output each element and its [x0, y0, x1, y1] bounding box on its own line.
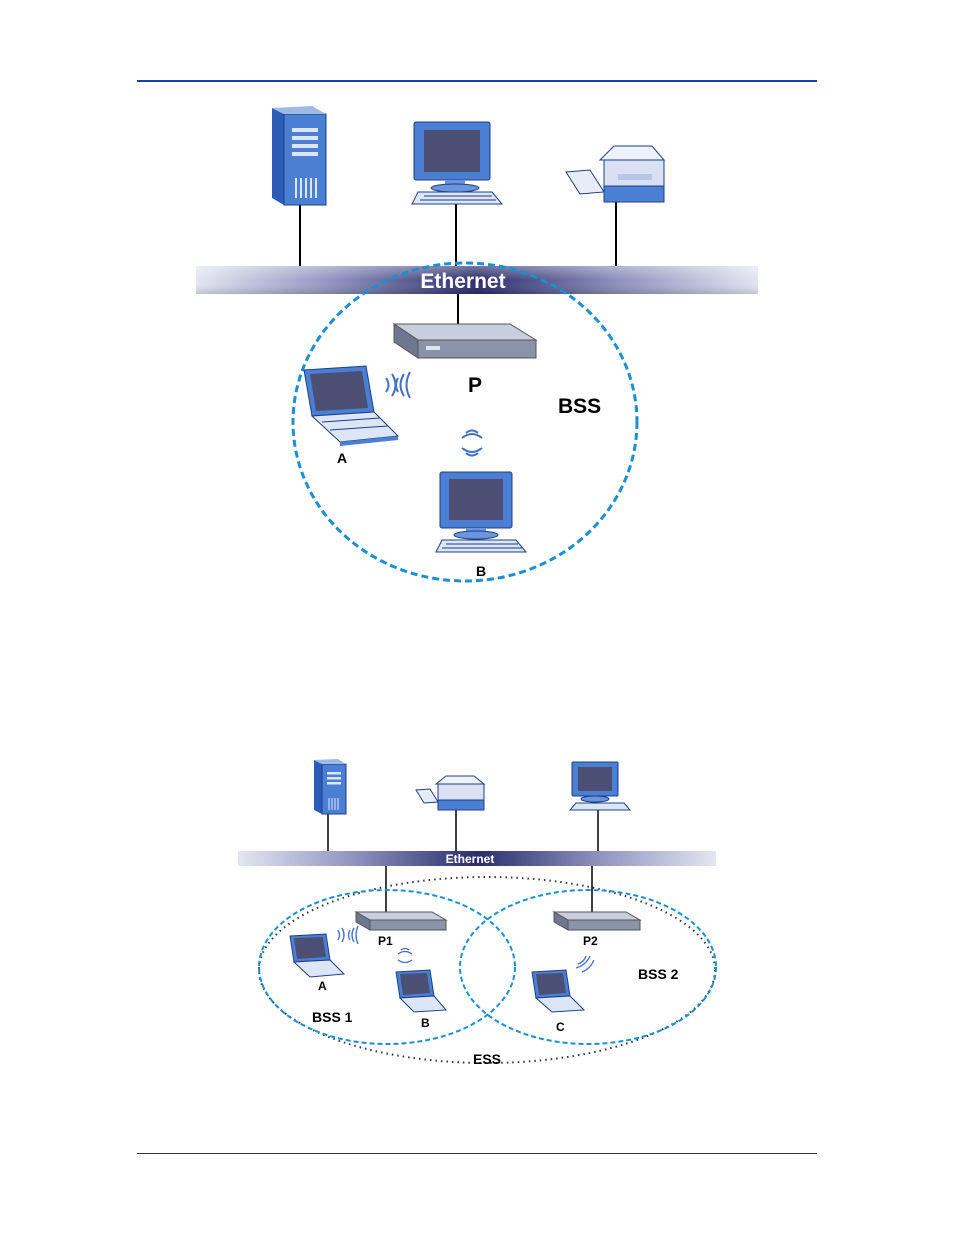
ethernet-label: Ethernet [446, 852, 495, 866]
laptop-a-icon [304, 366, 398, 446]
laptop-b-icon [396, 970, 446, 1012]
station-a-label: A [337, 450, 347, 466]
wireless-signal-icon [386, 372, 410, 398]
station-b-icon [436, 472, 526, 552]
wireless-signal-icon [576, 956, 594, 972]
printer-icon [416, 776, 484, 810]
access-point-icon [394, 324, 536, 358]
workstation-icon [570, 762, 630, 810]
footer-rule [137, 1153, 817, 1154]
laptop-a-icon [290, 934, 344, 977]
station-c-label: C [556, 1020, 565, 1034]
bss-diagram: Ethernet [0, 100, 954, 700]
access-point-1-icon [356, 912, 446, 930]
station-a-label: A [318, 979, 327, 993]
bss-label: BSS [558, 395, 601, 418]
wireless-signal-icon [338, 926, 358, 944]
wireless-signal-icon [462, 431, 482, 456]
ethernet-backbone: Ethernet [238, 851, 716, 866]
access-point-1-label: P1 [378, 934, 393, 948]
bss1-label: BSS 1 [312, 1009, 353, 1025]
wireless-signal-icon [398, 949, 412, 963]
laptop-c-icon [532, 970, 584, 1012]
server-icon [314, 759, 346, 814]
ess-label: ESS [473, 1051, 501, 1067]
station-b-label: B [476, 563, 486, 579]
station-b-label: B [421, 1016, 430, 1030]
ethernet-label: Ethernet [420, 270, 505, 293]
ess-diagram: Ethernet P1 [0, 750, 954, 1090]
workstation-icon [412, 122, 502, 204]
server-icon [272, 106, 326, 205]
bss2-label: BSS 2 [638, 966, 679, 982]
header-rule [137, 80, 817, 82]
ethernet-backbone: Ethernet [196, 266, 758, 294]
printer-icon [566, 146, 664, 202]
access-point-2-label: P2 [583, 934, 598, 948]
access-point-label: P [468, 374, 482, 397]
access-point-2-icon [554, 912, 640, 930]
